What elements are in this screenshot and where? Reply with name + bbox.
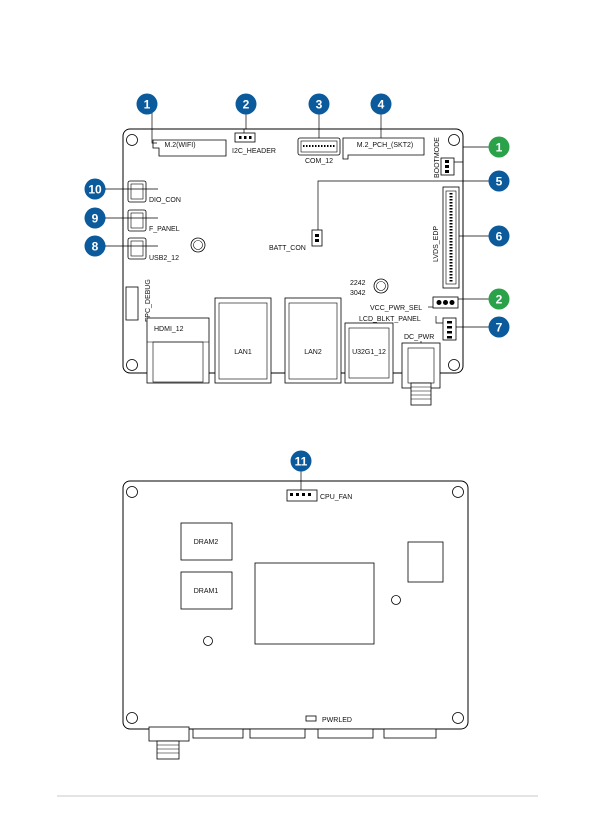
bottom-edge-connectors [149,727,436,759]
u32g1-12-port: U32G1_12 [345,323,393,383]
svg-text:U32G1_12: U32G1_12 [352,349,386,356]
mounting-hole [449,135,460,146]
svg-text:3042: 3042 [350,290,366,297]
m2-wifi-slot: M.2(WIFI) [153,140,226,156]
svg-text:BOOTMODE: BOOTMODE [434,137,441,178]
svg-text:F_PANEL: F_PANEL [149,226,180,233]
svg-text:HDMI_12: HDMI_12 [154,326,184,333]
svg-text:3: 3 [316,98,323,112]
cpu-chip [255,563,374,644]
svg-text:I2C_HEADER: I2C_HEADER [232,148,276,155]
svg-text:2: 2 [496,293,503,307]
svg-text:LVDS_EDP: LVDS_EDP [433,226,440,262]
lan1-port: LAN1 [215,298,271,383]
callout-4: 4 [371,94,392,115]
bottom-board-view: CPU_FAN DRAM2 DRAM1 PWRLED [123,451,468,760]
mounting-hole [127,135,138,146]
standoff [191,238,205,252]
callout-2: 2 [236,94,257,115]
svg-text:9: 9 [92,212,99,226]
dram2-chip: DRAM2 [181,523,232,560]
svg-text:LCD_BLKT_PANEL: LCD_BLKT_PANEL [359,316,421,323]
callout-3: 3 [309,94,330,115]
svg-text:5: 5 [496,175,503,189]
svg-text:LAN1: LAN1 [234,349,252,356]
svg-text:FPC_DEBUG: FPC_DEBUG [145,279,152,322]
svg-text:7: 7 [496,321,503,335]
svg-text:M.2_PCH_(SKT2): M.2_PCH_(SKT2) [357,142,413,149]
svg-text:DRAM1: DRAM1 [194,588,219,595]
mounting-hole [453,713,464,724]
svg-text:COM_12: COM_12 [305,158,333,165]
svg-text:BATT_CON: BATT_CON [269,245,306,252]
svg-text:2: 2 [243,98,250,112]
standoff [204,637,213,646]
dc-pwr-jack: DC_PWR [402,334,440,405]
mounting-hole [449,360,460,371]
svg-text:PWRLED: PWRLED [322,717,352,724]
svg-text:CPU_FAN: CPU_FAN [320,494,352,501]
svg-text:USB2_12: USB2_12 [149,255,179,262]
svg-text:DC_PWR: DC_PWR [404,334,434,341]
callout-10: 10 [85,179,106,200]
svg-text:4: 4 [378,98,385,112]
callout-7: 7 [489,317,510,338]
svg-text:LAN2: LAN2 [304,349,322,356]
mounting-hole [127,487,138,498]
svg-text:11: 11 [295,455,308,469]
callout-1-green: 1 [489,137,510,158]
svg-text:VCC_PWR_SEL: VCC_PWR_SEL [370,305,422,312]
svg-text:DRAM2: DRAM2 [194,539,219,546]
svg-text:10: 10 [88,183,102,197]
svg-text:8: 8 [92,240,99,254]
svg-text:2242: 2242 [350,280,366,287]
hdmi-12-port: HDMI_12 [147,318,209,383]
callout-2-green: 2 [489,289,510,310]
callout-6: 6 [489,226,510,247]
callout-8: 8 [85,236,106,257]
svg-text:M.2(WIFI): M.2(WIFI) [164,142,195,149]
dram1-chip: DRAM1 [181,572,232,609]
mounting-hole [453,487,464,498]
svg-text:6: 6 [496,230,503,244]
callout-11: 11 [291,451,312,472]
standoff [392,596,401,605]
svg-text:DIO_CON: DIO_CON [149,197,181,204]
mounting-hole [127,360,138,371]
svg-text:1: 1 [496,141,503,155]
lan2-port: LAN2 [285,298,341,383]
top-board-view: M.2(WIFI) I2C_HEADER COM_12 M.2_PCH_(SKT… [85,94,510,406]
small-chip [408,542,443,582]
callout-5: 5 [489,171,510,192]
mounting-hole [127,713,138,724]
svg-text:1: 1 [144,98,151,112]
callout-1: 1 [137,94,158,115]
callout-9: 9 [85,208,106,229]
